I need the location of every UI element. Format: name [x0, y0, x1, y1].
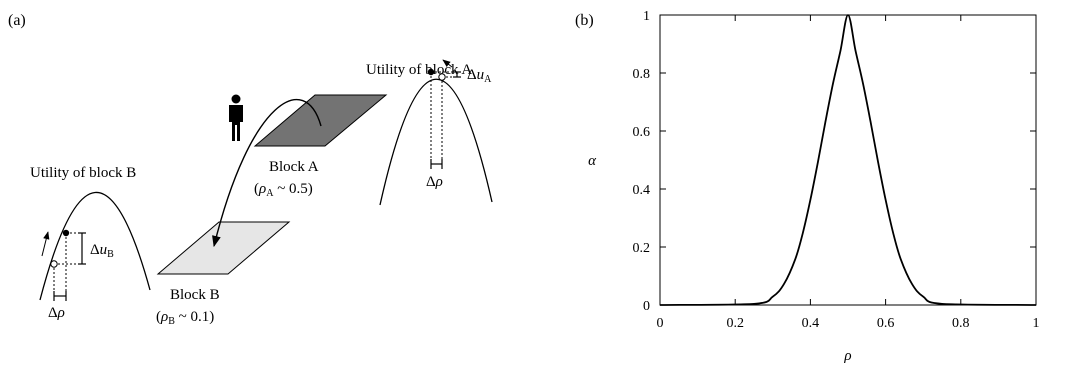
utility-b-curve: [39, 191, 151, 301]
delta-u-b-label: ΔuB: [90, 242, 114, 260]
block-a-density: (ρA ~ 0.5): [254, 181, 313, 199]
y-tick-label: 0.8: [633, 67, 651, 82]
utility-b-old-point: [50, 260, 58, 268]
panel-a-label: (a): [8, 12, 26, 29]
x-tick-label: 0.8: [952, 316, 970, 331]
move-arrow: [212, 98, 322, 248]
person-icon: [229, 94, 243, 141]
block-a-shape: [253, 94, 388, 147]
y-tick-label: 0: [643, 299, 650, 314]
series-line-0: [659, 14, 1037, 306]
y-tick-label: 0.2: [633, 241, 651, 256]
delta-rho-b-label: Δρ: [48, 305, 65, 321]
utility-a-new-point: [438, 73, 446, 81]
delta-rho-a-label: Δρ: [426, 174, 443, 190]
y-tick-label: 0.6: [633, 125, 651, 140]
delta-u-a-label: ΔuA: [467, 67, 492, 85]
y-axis-label: α: [588, 153, 597, 169]
y-tick-label: 1: [643, 9, 650, 24]
block-a-name: Block A: [269, 159, 319, 175]
x-tick-label: 0.4: [802, 316, 820, 331]
x-tick-label: 0.6: [877, 316, 895, 331]
utility-a-curve: [379, 78, 493, 206]
x-axis-label: ρ: [843, 348, 851, 364]
block-b-shape: [156, 221, 291, 275]
y-tick-label: 0.4: [633, 183, 651, 198]
plot-frame: [659, 14, 1037, 306]
utility-b-up-arrow: [41, 231, 50, 257]
utility-b-title: Utility of block B: [30, 165, 136, 181]
block-b-name: Block B: [170, 287, 220, 303]
utility-a-down-arrow: [442, 59, 453, 68]
x-tick-label: 0.2: [726, 316, 744, 331]
utility-a-old-point: [427, 68, 435, 76]
x-tick-label: 1: [1033, 316, 1040, 331]
utility-b-new-point: [62, 229, 70, 237]
x-tick-label: 0: [657, 316, 664, 331]
panel-b-label: (b): [575, 12, 594, 29]
block-b-density: (ρB ~ 0.1): [156, 309, 214, 327]
alpha-rho-chart: 0 0.2 0.4 0.6 0.8 1 0 0.2 0.4 0.6 0.8 1 ρ α: [588, 9, 1039, 364]
